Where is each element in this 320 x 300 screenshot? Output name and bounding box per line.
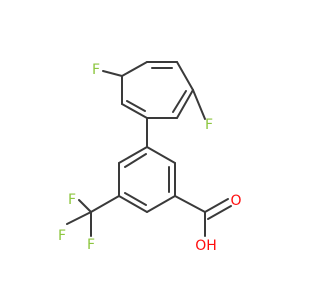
fluorine-atom-label: F	[58, 228, 66, 244]
atom-labels: F F F F F O OH	[58, 62, 242, 254]
fluorine-atom-label: F	[87, 237, 95, 253]
benzoic-acid-ring	[118, 146, 176, 213]
trifluoromethyl-group	[66, 195, 120, 237]
carboxylic-acid-group	[174, 195, 232, 237]
difluorophenyl-ring	[102, 61, 206, 120]
bond	[121, 103, 148, 119]
oxygen-atom-label: O	[230, 193, 241, 209]
bond	[204, 198, 229, 213]
bond	[102, 70, 123, 77]
bond	[172, 90, 187, 113]
bond	[124, 153, 147, 168]
bond	[78, 199, 92, 213]
bond	[146, 195, 176, 213]
hydroxyl-label: OH	[195, 238, 217, 254]
bond	[176, 89, 194, 119]
bond	[146, 146, 176, 164]
bond	[118, 146, 148, 164]
bond	[121, 61, 148, 77]
chemical-structure-diagram: F F F F F O OH	[58, 61, 242, 254]
bond	[118, 195, 148, 213]
bond	[126, 100, 146, 112]
bond	[192, 89, 206, 120]
bond	[207, 205, 232, 220]
bond	[124, 192, 147, 206]
fluorine-atom-label: F	[68, 192, 76, 208]
bond	[66, 211, 92, 225]
fluorine-atom-label: F	[205, 117, 213, 133]
bond	[176, 61, 194, 91]
fluorine-atom-label: F	[92, 62, 100, 78]
bond	[90, 195, 120, 213]
bond	[174, 195, 206, 213]
